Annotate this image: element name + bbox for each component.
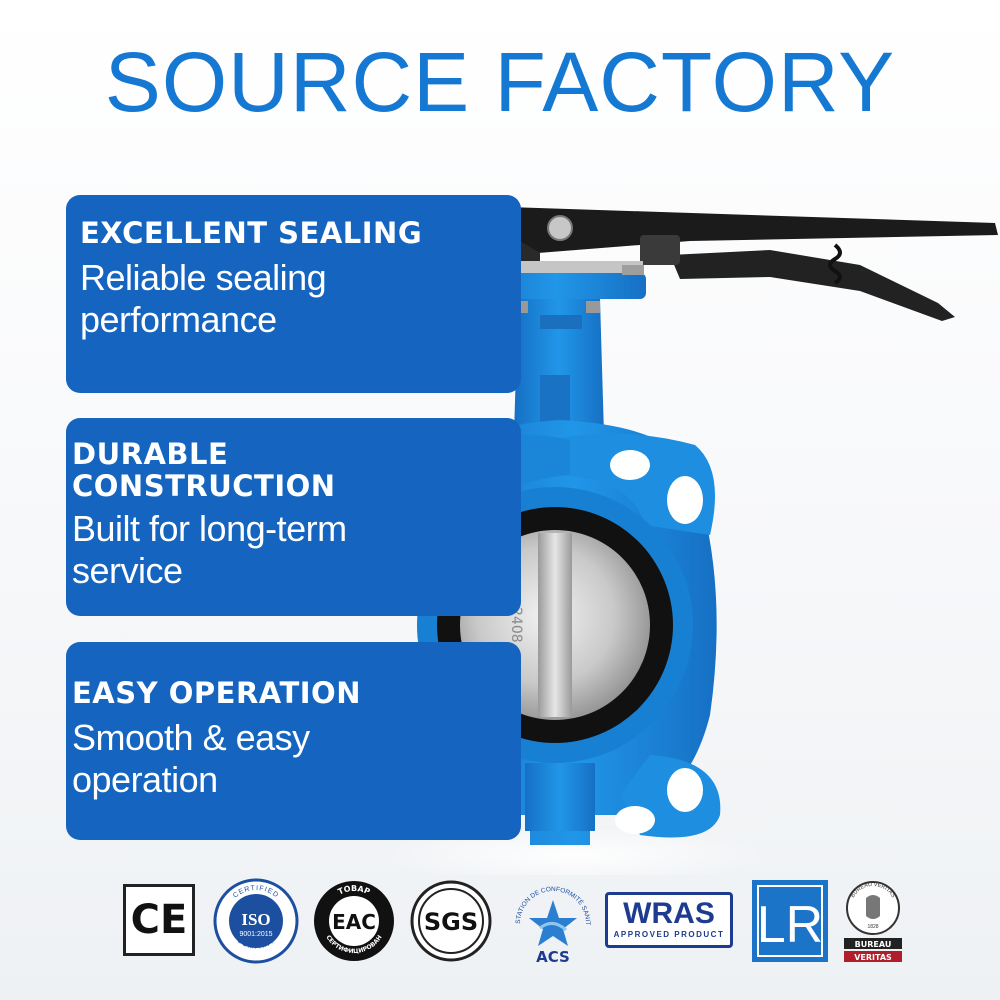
acs-logo: ATTESTATION DE CONFORMITÉ SANITAIRE ACS: [510, 878, 591, 966]
svg-text:EAC: EAC: [332, 910, 376, 934]
wras-logo: WRAS APPROVED PRODUCT: [605, 892, 733, 948]
feature-panel-durable: DURABLE CONSTRUCTION Built for long-term…: [66, 418, 521, 616]
svg-text:TOBAP: TOBAP: [337, 884, 372, 897]
eac-logo: TOBAP СЕРТИФИЦИРОВАН EAC: [314, 881, 394, 961]
feature-title: EXCELLENT SEALING: [80, 216, 423, 250]
svg-text:LR: LR: [757, 896, 823, 954]
svg-text:ISO: ISO: [241, 910, 270, 929]
feature-title: EASY OPERATION: [72, 676, 361, 710]
bureau-veritas-logo: BUREAU VERITAS 1828 BUREAU VERITAS: [844, 881, 902, 962]
valve-neck: [514, 299, 604, 435]
feature-text: Smooth & easy operation: [72, 717, 310, 800]
certification-logos: CE CERTIFIED COMPANY ISO 9001:2015 TOBAP…: [0, 878, 1000, 978]
wras-mark: WRAS: [623, 897, 715, 930]
headline: SOURCE FACTORY: [104, 35, 896, 129]
svg-text:VERITAS: VERITAS: [854, 953, 892, 962]
iso-logo: CERTIFIED COMPANY ISO 9001:2015: [213, 878, 299, 964]
wras-sub: APPROVED PRODUCT: [613, 930, 725, 939]
sgs-logo: SGS: [410, 880, 492, 962]
svg-text:SGS: SGS: [424, 908, 478, 936]
feature-panel-sealing: EXCELLENT SEALING Reliable sealing perfo…: [66, 195, 521, 393]
feature-text: Built for long-term service: [72, 508, 347, 591]
svg-text:1828: 1828: [867, 924, 878, 930]
feature-text: Reliable sealing performance: [80, 257, 327, 340]
disc-marking: 2408: [508, 607, 524, 643]
feature-title: DURABLE CONSTRUCTION: [72, 437, 336, 503]
svg-text:9001:2015: 9001:2015: [239, 931, 272, 938]
lr-logo: LR: [752, 880, 828, 962]
feature-panel-operation: EASY OPERATION Smooth & easy operation: [66, 642, 521, 840]
svg-text:ACS: ACS: [536, 948, 570, 966]
ce-logo: CE: [123, 884, 195, 956]
svg-text:BUREAU: BUREAU: [855, 940, 892, 949]
